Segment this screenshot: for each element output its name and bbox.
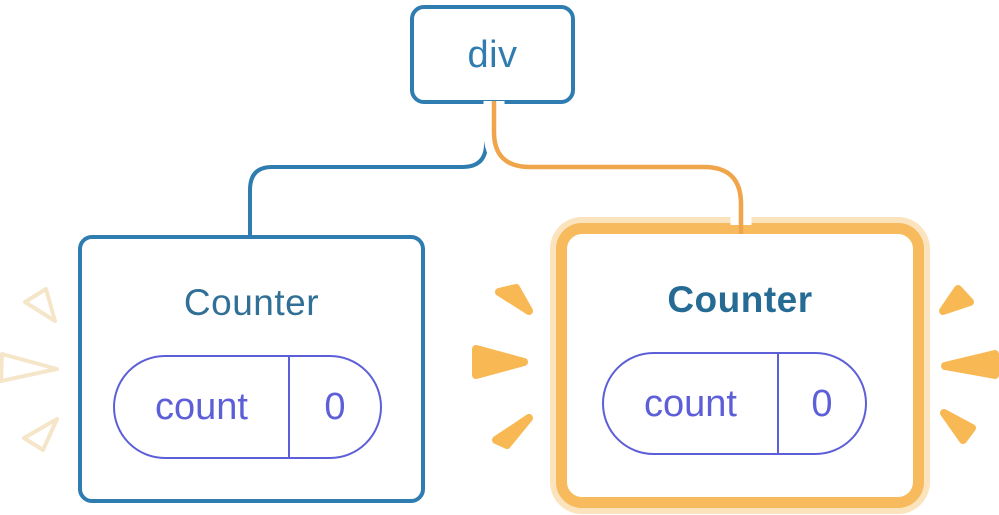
state-value-cell: 0 bbox=[290, 357, 380, 457]
state-value: 0 bbox=[811, 382, 833, 425]
sparkle-burst-orange-right-icon bbox=[939, 285, 999, 444]
counter-card-right: Counter count 0 bbox=[556, 223, 924, 508]
sparkle-burst-orange-left-icon bbox=[472, 284, 533, 449]
state-pill: count 0 bbox=[602, 352, 867, 455]
state-key-label: count bbox=[644, 382, 737, 425]
state-value: 0 bbox=[324, 386, 346, 428]
state-key-cell: count bbox=[115, 357, 290, 457]
tree-edge-right bbox=[491, 101, 744, 234]
state-key-cell: count bbox=[604, 354, 779, 453]
state-value-cell: 0 bbox=[779, 354, 865, 453]
card-title: Counter bbox=[183, 282, 320, 323]
state-pill: count 0 bbox=[113, 355, 382, 459]
card-title: Counter bbox=[667, 279, 813, 320]
counter-card-left: Counter count 0 bbox=[78, 235, 425, 503]
tree-edge-left bbox=[248, 103, 488, 238]
root-node: div bbox=[410, 5, 575, 104]
root-node-label: div bbox=[467, 33, 518, 76]
sparkle-burst-white-icon bbox=[0, 287, 59, 452]
state-key-label: count bbox=[155, 386, 248, 428]
tree-edge-right-casing bbox=[483, 101, 752, 225]
